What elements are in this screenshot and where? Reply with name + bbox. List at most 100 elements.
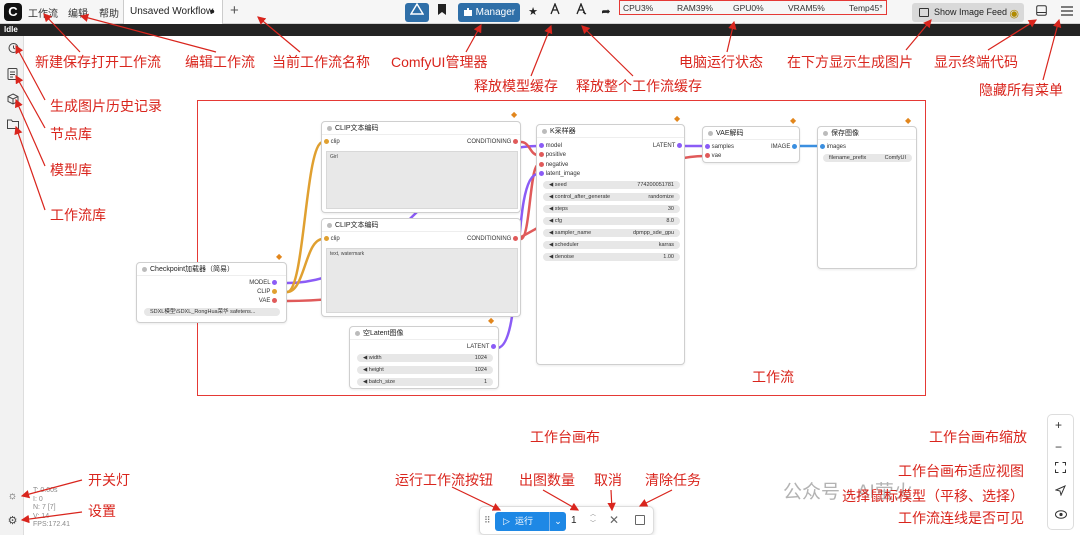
run-mode-dropdown[interactable]: ⌄ bbox=[549, 512, 566, 531]
checkpoint-loader-node[interactable]: Checkpoint加载器（简易） MODEL CLIP VAE SDXL模型\… bbox=[136, 262, 287, 323]
output-vae[interactable]: VAE bbox=[259, 298, 277, 304]
free-workflow-cache-button[interactable] bbox=[571, 2, 591, 22]
widget-value: 1.00 bbox=[663, 254, 674, 260]
star-icon[interactable]: ★ bbox=[528, 6, 538, 18]
share-icon[interactable]: ➦ bbox=[601, 6, 611, 18]
node-library-icon[interactable] bbox=[6, 68, 19, 81]
workflow-library-icon[interactable] bbox=[6, 118, 19, 131]
toggle-terminal-icon[interactable] bbox=[1036, 5, 1047, 19]
prompt-textarea[interactable]: text, watermark bbox=[326, 248, 518, 313]
free-model-cache-button[interactable] bbox=[545, 2, 565, 22]
toggle-links-icon[interactable] bbox=[1055, 508, 1067, 522]
model-library-icon[interactable] bbox=[6, 93, 19, 106]
input-positive[interactable]: positive bbox=[539, 152, 566, 158]
input-clip[interactable]: clip bbox=[324, 139, 340, 145]
workflow-tab[interactable]: Unsaved Workflow ● bbox=[123, 0, 223, 24]
ckpt-name-widget[interactable]: SDXL模型\SDXL_RongHua荣华 safetens... bbox=[144, 308, 280, 316]
select-mode-icon[interactable] bbox=[1054, 485, 1066, 499]
run-button-label: 运行 bbox=[515, 516, 534, 526]
widget-key: sampler_name bbox=[554, 230, 592, 236]
slot-label: CONDITIONING bbox=[466, 236, 512, 242]
output-latent[interactable]: LATENT bbox=[467, 344, 496, 350]
annotation-label: 模型库 bbox=[50, 162, 92, 178]
output-conditioning[interactable]: CONDITIONING bbox=[467, 139, 518, 145]
drag-handle-icon[interactable]: ⠿ bbox=[484, 515, 491, 525]
status-label: Idle bbox=[4, 25, 18, 34]
menu-edit[interactable]: 编辑 bbox=[68, 9, 88, 20]
vae-decode-node[interactable]: VAE解码 samples vae IMAGE bbox=[702, 126, 800, 163]
queue-bookmark-icon[interactable] bbox=[432, 3, 452, 22]
clip-text-encode-negative-node[interactable]: CLIP文本编码 clip CONDITIONING text, waterma… bbox=[321, 218, 521, 317]
output-conditioning[interactable]: CONDITIONING bbox=[467, 236, 518, 242]
annotation-label: 设置 bbox=[88, 503, 116, 519]
annotation-label: ComfyUI管理器 bbox=[391, 54, 488, 70]
manager-button[interactable]: Manager bbox=[458, 3, 520, 22]
annotation-label: 释放模型缓存 bbox=[474, 78, 558, 94]
clear-queue-icon[interactable] bbox=[635, 515, 645, 525]
menu-workflow[interactable]: 工作流 bbox=[28, 9, 58, 20]
widget-key: seed bbox=[554, 182, 567, 188]
widget-value: randomize bbox=[648, 194, 674, 200]
puzzle-icon bbox=[463, 8, 472, 16]
widget-value: SDXL模型\SDXL_RongHua荣华 safetens... bbox=[150, 309, 256, 315]
annotation-label: 工作台画布缩放 bbox=[929, 429, 1027, 445]
widget-value: 1024 bbox=[474, 355, 487, 361]
history-icon[interactable] bbox=[6, 42, 19, 55]
clip-text-encode-positive-node[interactable]: CLIP文本编码 clip CONDITIONING Girl bbox=[321, 121, 521, 213]
annotation-label: 节点库 bbox=[50, 126, 92, 142]
menu-help[interactable]: 帮助 bbox=[99, 9, 119, 20]
input-clip[interactable]: clip bbox=[324, 236, 340, 242]
hamburger-menu-icon[interactable] bbox=[1061, 5, 1073, 19]
ksampler-node[interactable]: K采样器 model positive negative latent_imag… bbox=[536, 124, 685, 365]
zoom-in-icon[interactable]: + bbox=[1055, 418, 1063, 432]
cancel-icon[interactable]: ✕ bbox=[609, 513, 620, 527]
run-button[interactable]: ▷ 运行 bbox=[495, 512, 549, 531]
fit-view-icon[interactable] bbox=[1055, 462, 1066, 476]
batch-count-input[interactable]: 1 bbox=[571, 515, 577, 526]
temp-stat: Temp45° bbox=[849, 3, 883, 13]
prompt-textarea[interactable]: Girl bbox=[326, 151, 518, 209]
node-title: K采样器 bbox=[537, 125, 684, 138]
output-latent[interactable]: LATENT bbox=[653, 143, 682, 149]
widget-key: denoise bbox=[554, 254, 575, 260]
output-image[interactable]: IMAGE bbox=[771, 144, 797, 150]
workspace-icon[interactable] bbox=[405, 2, 429, 22]
input-latent-image[interactable]: latent_image bbox=[539, 171, 580, 177]
node-title: Checkpoint加载器（简易） bbox=[137, 263, 286, 276]
new-workflow-tab-button[interactable]: + bbox=[230, 2, 239, 19]
zoom-out-icon[interactable]: − bbox=[1055, 440, 1063, 454]
slot-label: clip bbox=[330, 139, 340, 145]
slot-label: LATENT bbox=[466, 344, 490, 350]
show-image-feed-button[interactable]: Show Image Feed ◉ bbox=[912, 3, 1024, 22]
settings-gear-icon[interactable]: ⚙ bbox=[7, 515, 18, 527]
comfyui-logo[interactable]: C bbox=[4, 3, 22, 21]
output-clip[interactable]: CLIP bbox=[257, 289, 277, 295]
status-bar: Idle bbox=[0, 24, 1080, 36]
theme-toggle-icon[interactable]: ☼ bbox=[7, 490, 18, 502]
input-negative[interactable]: negative bbox=[539, 162, 568, 168]
output-model[interactable]: MODEL bbox=[249, 280, 277, 286]
vram-stat: VRAM5% bbox=[788, 3, 825, 13]
slot-label: VAE bbox=[258, 298, 271, 304]
input-images[interactable]: images bbox=[820, 144, 846, 150]
batch-count-stepper[interactable]: ︿﹀ bbox=[590, 512, 597, 527]
input-vae[interactable]: vae bbox=[705, 153, 721, 159]
stat-line: N: 7 [7] bbox=[33, 504, 56, 511]
stat-line: I: 0 bbox=[33, 495, 43, 503]
slot-label: model bbox=[545, 143, 563, 149]
input-samples[interactable]: samples bbox=[705, 144, 734, 150]
input-model[interactable]: model bbox=[539, 143, 562, 149]
